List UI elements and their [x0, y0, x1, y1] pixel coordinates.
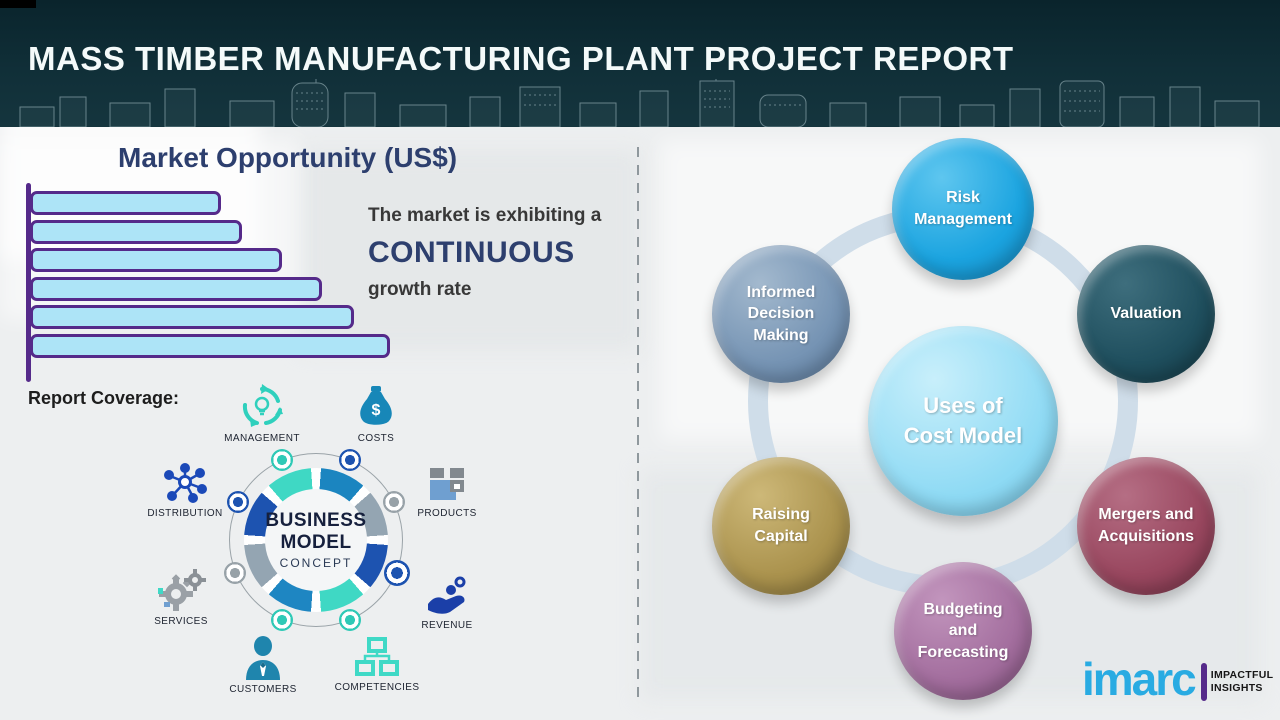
hand-coins-icon: [428, 576, 466, 614]
coverage-item-label: MANAGEMENT: [224, 433, 300, 444]
bar: [30, 305, 354, 330]
business-model-subtitle: CONCEPT: [279, 555, 353, 570]
bar: [30, 333, 390, 358]
ring-node: [224, 562, 246, 584]
money-bag-icon: $: [360, 386, 392, 425]
market-opportunity-bar-chart: [30, 191, 390, 363]
bar: [30, 219, 243, 244]
coverage-item-revenue: REVENUE: [399, 576, 495, 631]
bubble-valuation: Valuation: [1077, 245, 1215, 383]
bubble-raising-capital: Raising Capital: [712, 457, 850, 595]
corner-notch: [0, 0, 36, 8]
business-model-diagram: BUSINESS MODEL CONCEPT MANAGEMENT $: [140, 380, 510, 710]
bubble-budgeting-forecasting: Budgeting and Forecasting: [894, 562, 1032, 700]
header-banner: MASS TIMBER MANUFACTURING PLANT PROJECT …: [0, 0, 1280, 127]
coverage-item-customers: CUSTOMERS: [215, 636, 311, 695]
city-skyline-icon: [19, 79, 1260, 127]
cost-model-center-bubble: Uses of Cost Model: [868, 326, 1058, 516]
section-divider: [637, 147, 639, 705]
report-coverage-label: Report Coverage:: [28, 388, 180, 408]
coverage-item-label: COMPETENCIES: [334, 682, 420, 693]
bar: [30, 248, 282, 273]
bubble-mergers-acquisitions: Mergers and Acquisitions: [1077, 457, 1215, 595]
package-box-icon: [430, 468, 464, 500]
coverage-item-distribution: DISTRIBUTION: [137, 462, 233, 519]
bar: [30, 276, 322, 301]
coverage-item-label: REVENUE: [421, 620, 473, 631]
business-model-center: BUSINESS MODEL CONCEPT: [244, 468, 388, 612]
ring-node: [271, 449, 293, 471]
business-model-segment-ring: [244, 468, 388, 612]
person-icon: [246, 636, 280, 680]
growth-note-line1: The market is exhibiting a: [368, 205, 602, 226]
bar: [30, 191, 221, 215]
logo-tagline: IMPACTFUL INSIGHTS: [1210, 668, 1274, 694]
ring-node: [383, 491, 405, 513]
coverage-item-products: PRODUCTS: [399, 466, 495, 519]
ring-node: [227, 491, 249, 513]
network-hub-icon: [164, 463, 207, 503]
bar-chart-axis: [26, 183, 31, 382]
recycle-bulb-icon: [242, 384, 283, 427]
growth-note-line2: CONTINUOUS: [368, 236, 575, 269]
bubble-risk-management: Risk Management: [892, 138, 1034, 280]
imarc-wordmark: imarc: [1082, 653, 1197, 705]
coverage-item-costs: $ COSTS: [328, 383, 424, 444]
coverage-item-services: SERVICES: [133, 568, 229, 627]
ring-node: [384, 560, 410, 586]
ring-node: [271, 609, 293, 631]
svg-text:$: $: [372, 402, 381, 419]
coverage-item-label: CUSTOMERS: [229, 684, 297, 695]
business-model-title: BUSINESS MODEL: [265, 510, 367, 553]
coverage-item-label: SERVICES: [154, 616, 208, 627]
coverage-item-label: PRODUCTS: [417, 508, 477, 519]
gears-icon: [158, 569, 206, 611]
growth-note: The market is exhibiting a CONTINUOUS gr…: [368, 205, 638, 301]
page-title: MASS TIMBER MANUFACTURING PLANT PROJECT …: [28, 40, 1014, 77]
coverage-item-label: COSTS: [357, 433, 395, 444]
ring-node: [339, 609, 361, 631]
org-chart-icon: [355, 637, 399, 676]
imarc-logo: imarc IMPACTFUL INSIGHTS: [1082, 650, 1274, 708]
growth-note-line3: growth rate: [368, 279, 472, 300]
ring-node: [339, 449, 361, 471]
bubble-informed-decision-making: Informed Decision Making: [712, 245, 850, 383]
business-model-outer-circle: [229, 453, 403, 627]
logo-divider-bar: [1200, 663, 1207, 701]
coverage-item-management: MANAGEMENT: [214, 383, 310, 444]
market-opportunity-title: Market Opportunity (US$): [118, 142, 458, 173]
coverage-item-label: DISTRIBUTION: [147, 508, 223, 519]
coverage-item-competencies: COMPETENCIES: [329, 636, 425, 693]
